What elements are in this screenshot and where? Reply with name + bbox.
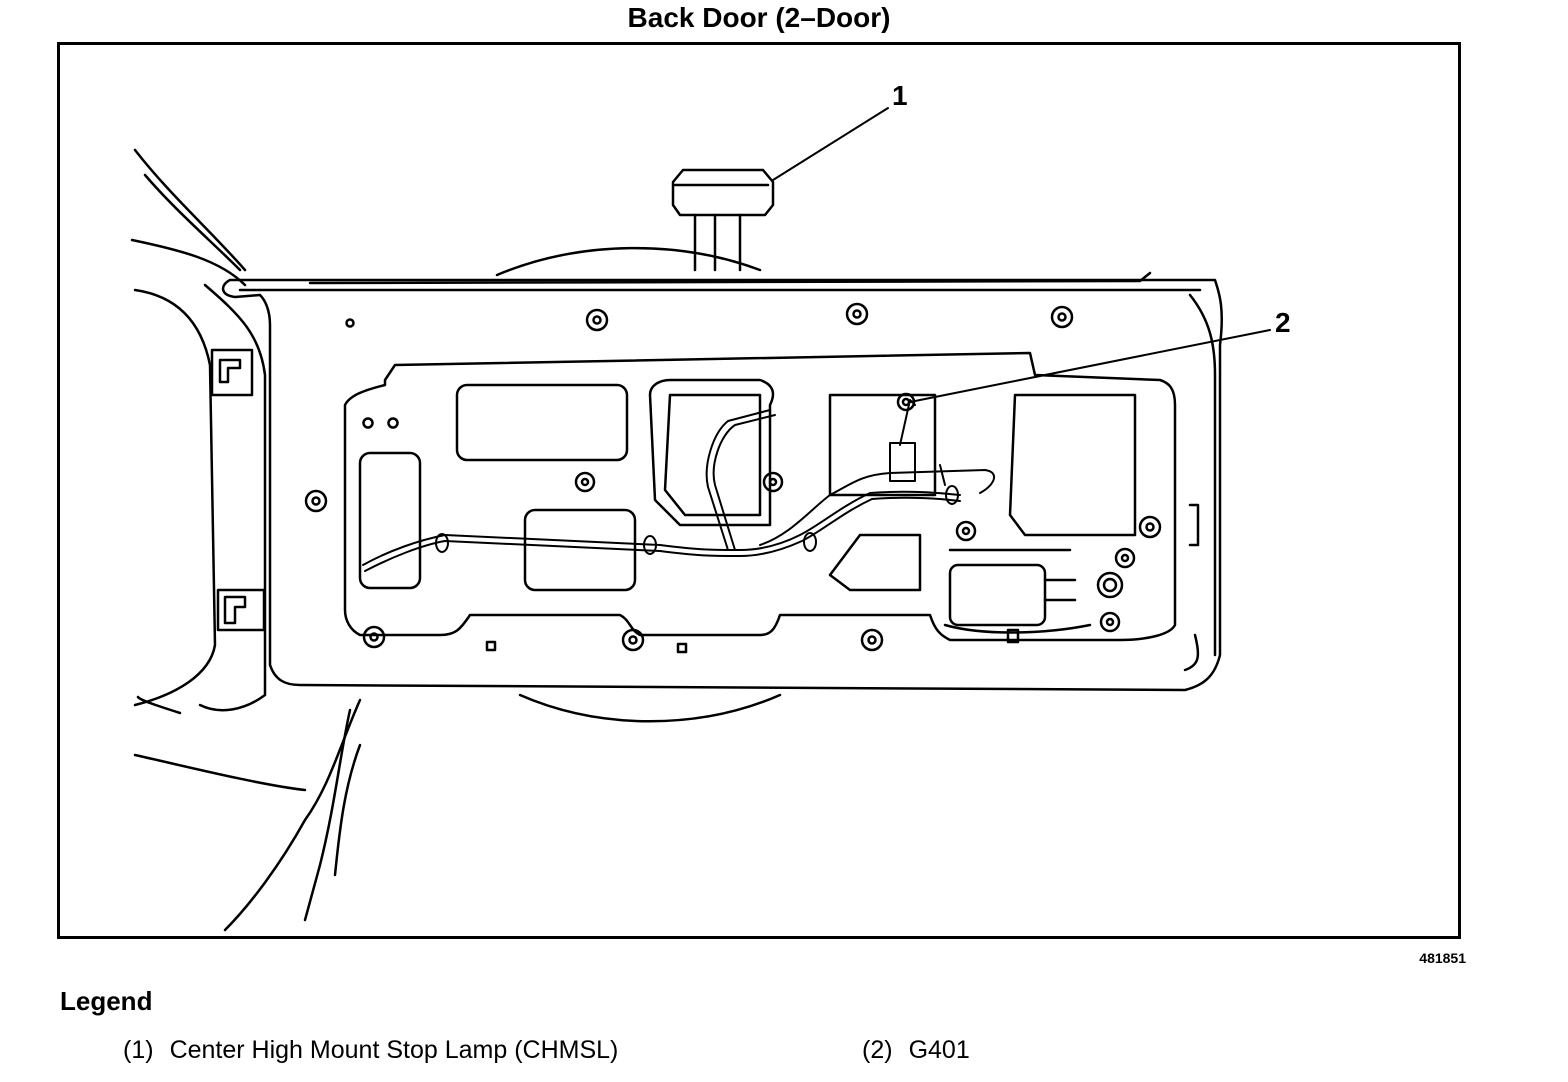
legend-item-number: (2) bbox=[862, 1036, 893, 1064]
door-hinge bbox=[210, 348, 266, 632]
legend-item: (1) Center High Mount Stop Lamp (CHMSL) bbox=[123, 1036, 618, 1065]
figure-id: 481851 bbox=[1419, 950, 1466, 966]
chmsl-lamp bbox=[671, 168, 775, 272]
callout-2-label: 2 bbox=[1275, 307, 1291, 338]
vehicle-body-outline bbox=[130, 148, 362, 932]
door-inner-panel bbox=[343, 351, 1177, 642]
legend-item: (2) G401 bbox=[862, 1036, 970, 1065]
fastener-bolts bbox=[304, 302, 1162, 654]
legend-item-number: (1) bbox=[123, 1036, 154, 1064]
callout-2-leader bbox=[909, 329, 1271, 403]
callout-1-leader bbox=[772, 107, 889, 181]
page-title: Back Door (2–Door) bbox=[627, 2, 891, 33]
legend-item-label: G401 bbox=[908, 1036, 970, 1064]
wiring-harness bbox=[362, 399, 995, 572]
legend-heading: Legend bbox=[60, 986, 153, 1016]
legend-item-label: Center High Mount Stop Lamp (CHMSL) bbox=[169, 1036, 619, 1064]
diagram-frame: 1 2 bbox=[57, 42, 1461, 939]
back-door-diagram: 1 2 bbox=[130, 80, 1291, 932]
callout-1-label: 1 bbox=[892, 80, 908, 111]
door-outer-panel bbox=[221, 271, 1223, 692]
